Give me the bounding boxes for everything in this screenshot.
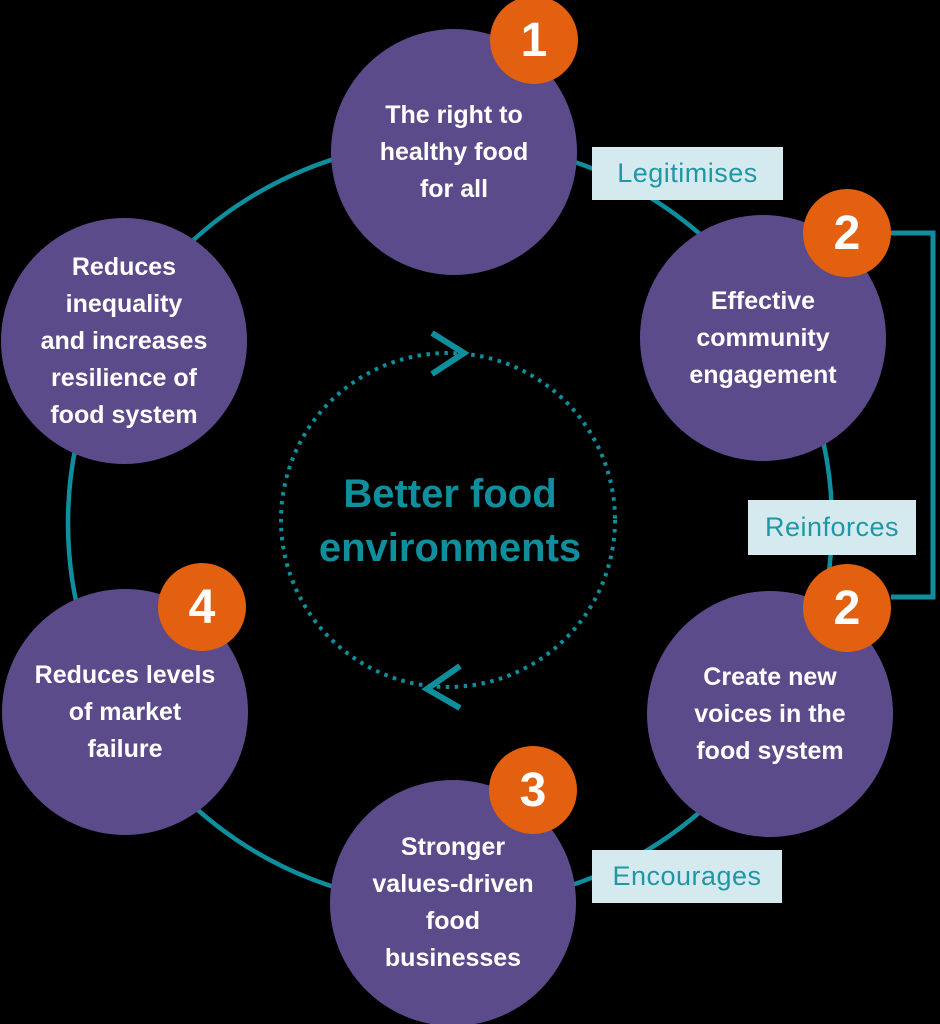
badge-step-4: 4 bbox=[158, 563, 246, 651]
inner-cycle-dashed-circle bbox=[279, 351, 617, 689]
badge-step-3: 3 bbox=[489, 746, 577, 834]
node-reduces-inequality: Reduces inequality and increases resilie… bbox=[1, 218, 247, 464]
edge-label-reinforces: Reinforces bbox=[748, 500, 916, 555]
node-label: Effective community engagement bbox=[689, 286, 837, 389]
edge-label-legitimises: Legitimises bbox=[592, 147, 783, 200]
node-right-to-healthy-food: The right to healthy food for all bbox=[331, 29, 577, 275]
center-title: Better food environments bbox=[318, 472, 582, 570]
cycle-arrow-bottom-icon bbox=[421, 663, 462, 711]
node-label: The right to healthy food for all bbox=[379, 100, 529, 203]
edge-label-encourages: Encourages bbox=[592, 850, 782, 903]
cycle-arrow-top-icon bbox=[430, 330, 470, 377]
node-label: Reduces inequality and increases resilie… bbox=[40, 252, 208, 429]
node-label: Reduces levels of market failure bbox=[34, 660, 216, 763]
badge-step-2-lower: 2 bbox=[803, 564, 891, 652]
node-label: Stronger values-driven food businesses bbox=[372, 833, 534, 972]
node-label: Create new voices in the food system bbox=[694, 662, 846, 765]
badge-step-2-upper: 2 bbox=[803, 189, 891, 277]
step2-bracket-connector bbox=[891, 230, 936, 600]
badge-step-1: 1 bbox=[490, 0, 578, 84]
